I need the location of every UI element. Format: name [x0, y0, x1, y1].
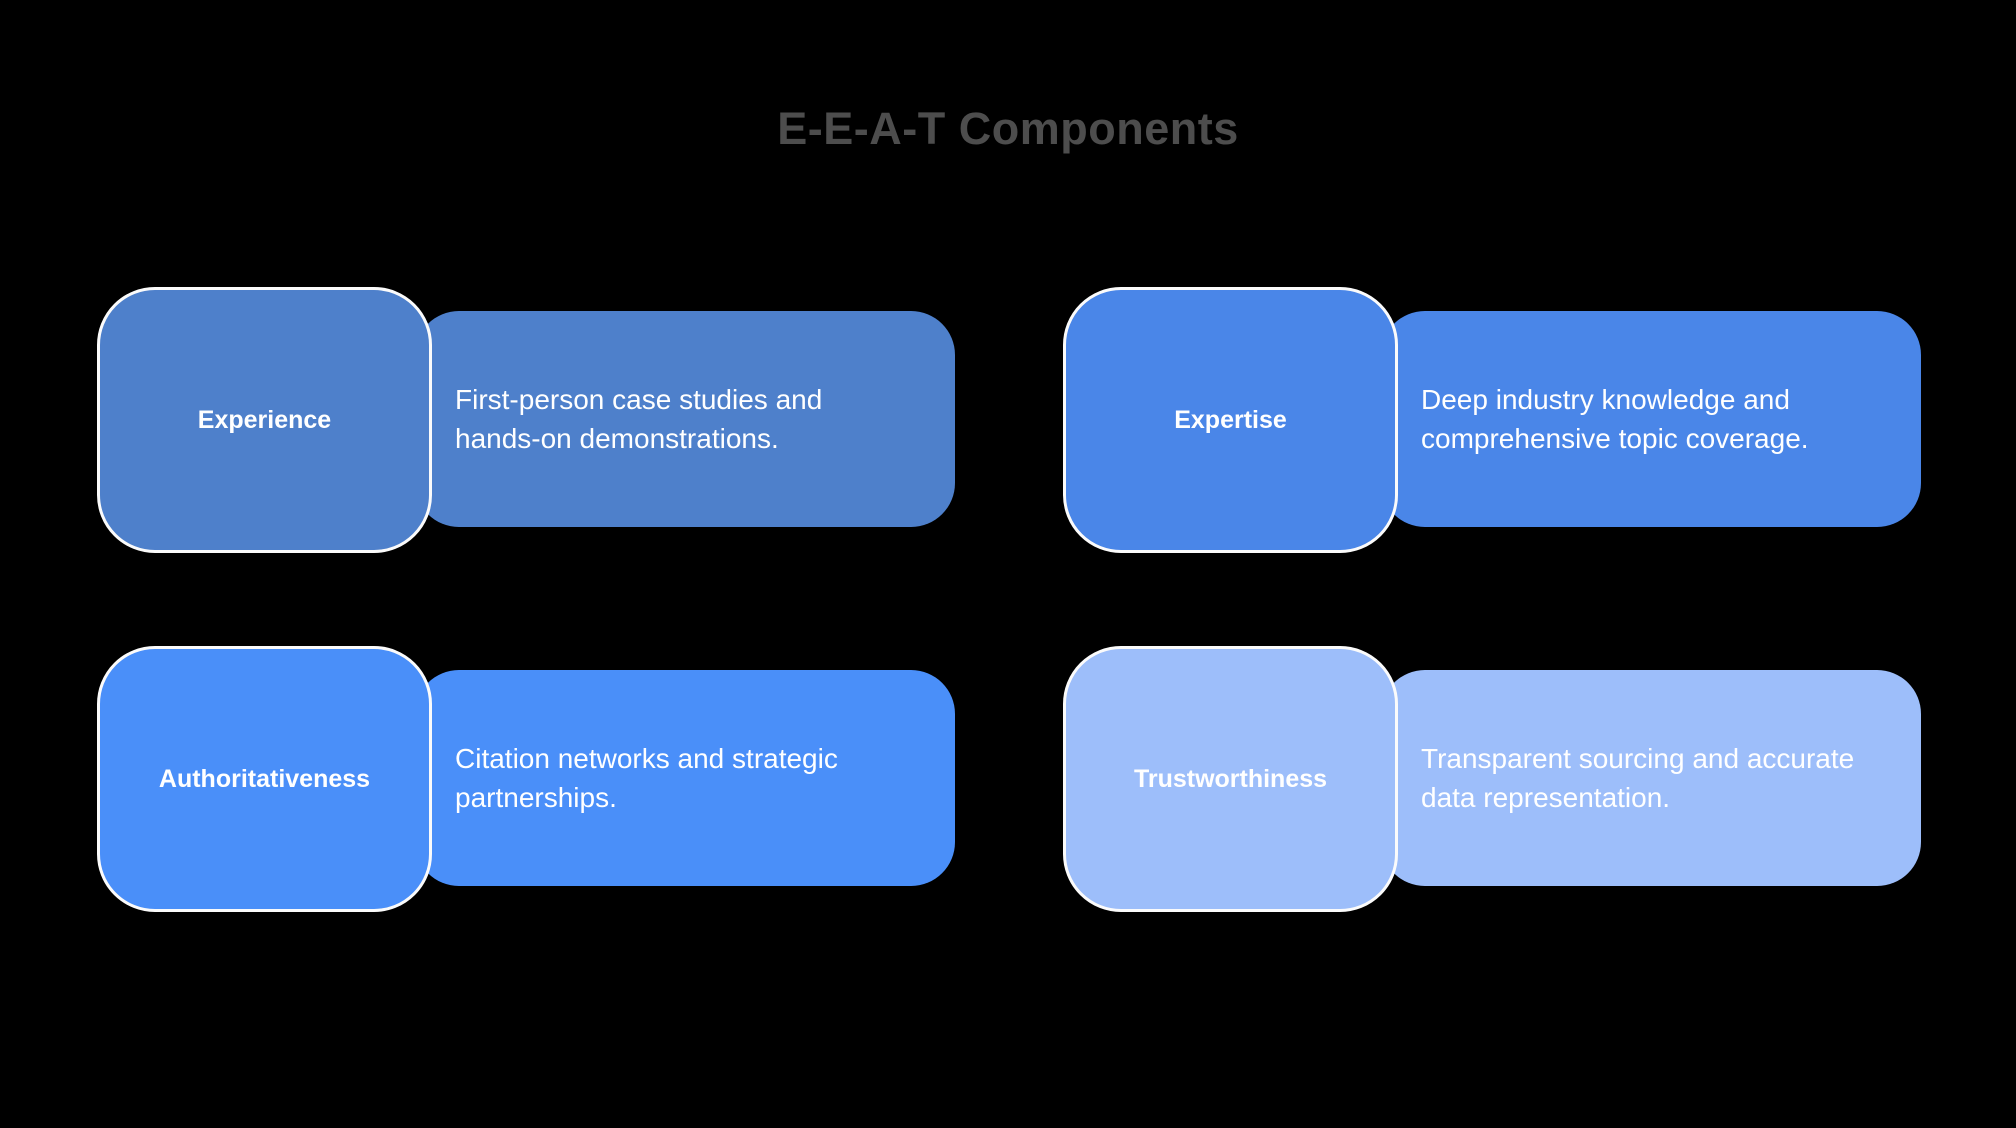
- trustworthiness-label-box: Trustworthiness: [1063, 646, 1398, 912]
- card-experience: First-person case studies and hands-on d…: [97, 287, 958, 553]
- experience-description: First-person case studies and hands-on d…: [455, 384, 823, 454]
- trustworthiness-description-box: Transparent sourcing and accurate data r…: [1381, 670, 1921, 886]
- expertise-label: Expertise: [1174, 405, 1287, 434]
- authoritativeness-label-box: Authoritativeness: [97, 646, 432, 912]
- experience-description-box: First-person case studies and hands-on d…: [415, 311, 955, 527]
- card-authoritativeness: Citation networks and strategic partners…: [97, 646, 958, 912]
- authoritativeness-description-box: Citation networks and strategic partners…: [415, 670, 955, 886]
- card-expertise: Deep industry knowledge and comprehensiv…: [1063, 287, 1924, 553]
- authoritativeness-description: Citation networks and strategic partners…: [455, 743, 838, 813]
- card-trustworthiness: Transparent sourcing and accurate data r…: [1063, 646, 1924, 912]
- experience-label: Experience: [197, 405, 332, 434]
- trustworthiness-description: Transparent sourcing and accurate data r…: [1421, 743, 1855, 813]
- experience-label-box: Experience: [97, 287, 432, 553]
- expertise-description-box: Deep industry knowledge and comprehensiv…: [1381, 311, 1921, 527]
- trustworthiness-label: Trustworthiness: [1133, 764, 1328, 793]
- expertise-label-box: Expertise: [1063, 287, 1398, 553]
- page-title: E-E-A-T Components: [777, 103, 1239, 154]
- expertise-description: Deep industry knowledge and comprehensiv…: [1421, 384, 1809, 454]
- authoritativeness-label: Authoritativeness: [158, 764, 371, 793]
